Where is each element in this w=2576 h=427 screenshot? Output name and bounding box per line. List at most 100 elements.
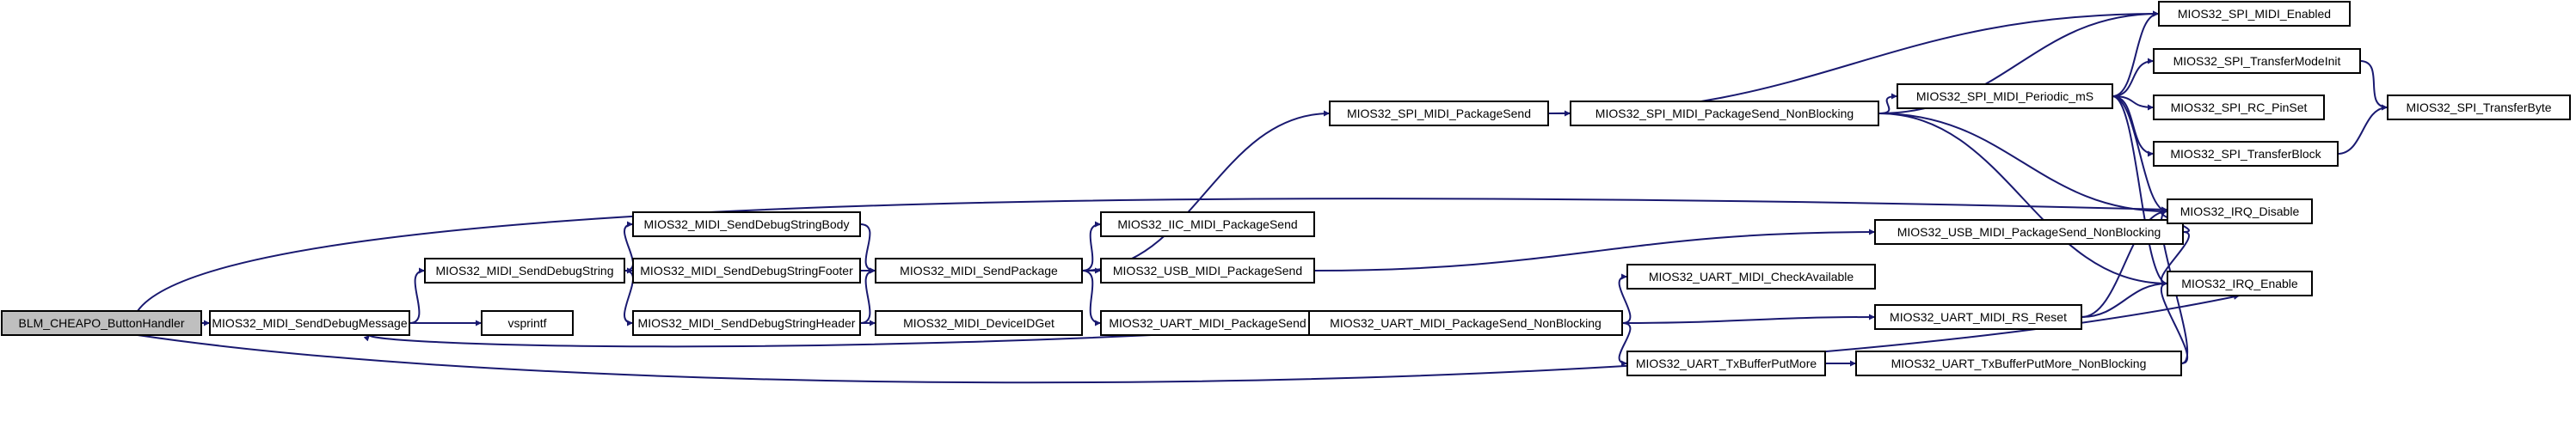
node-did[interactable]: MIOS32_MIDI_DeviceIDGet <box>875 310 1083 336</box>
node-sdsh[interactable]: MIOS32_MIDI_SendDebugStringHeader <box>632 310 861 336</box>
edge-spiper-to-tblk <box>2112 95 2155 157</box>
node-blm[interactable]: BLM_CHEAPO_ButtonHandler <box>1 310 202 336</box>
node-box <box>2158 1 2351 27</box>
node-box <box>1874 304 2082 330</box>
edge-uartnb-to-txbpm <box>1618 322 1632 367</box>
node-uartps[interactable]: MIOS32_UART_MIDI_PackageSend <box>1100 310 1315 336</box>
node-box <box>632 211 861 237</box>
node-label: MIOS32_USB_MIDI_PackageSend <box>1113 264 1302 278</box>
node-usbps[interactable]: MIOS32_USB_MIDI_PackageSend <box>1100 258 1315 284</box>
node-label: MIOS32_UART_MIDI_RS_Reset <box>1890 310 2067 324</box>
node-box <box>875 310 1083 336</box>
node-rcps[interactable]: MIOS32_SPI_RC_PinSet <box>2153 95 2325 120</box>
node-box <box>2153 48 2361 74</box>
node-sdm[interactable]: MIOS32_MIDI_SendDebugMessage <box>209 310 410 336</box>
edge-spiper-to-irqd <box>2112 95 2168 215</box>
node-box <box>1100 258 1315 284</box>
node-label: MIOS32_SPI_MIDI_Enabled <box>2178 7 2331 21</box>
node-irqe[interactable]: MIOS32_IRQ_Enable <box>2167 271 2313 296</box>
edge-tmi-to-tbyte <box>2359 60 2388 111</box>
node-spien[interactable]: MIOS32_SPI_MIDI_Enabled <box>2158 1 2351 27</box>
node-txbpm[interactable]: MIOS32_UART_TxBufferPutMore <box>1626 351 1826 376</box>
node-label: MIOS32_SPI_TransferByte <box>2406 101 2551 114</box>
node-box <box>209 310 410 336</box>
edge-tblk-to-tbyte <box>2337 104 2388 155</box>
edge-layer <box>137 10 2388 384</box>
edge-txbpmnb-to-irqe <box>2161 280 2188 364</box>
node-label: MIOS32_MIDI_SendDebugStringBody <box>644 217 850 231</box>
node-box <box>875 258 1083 284</box>
edge-spipnb-to-irqe <box>1878 113 2168 287</box>
edge-sp-to-iicps <box>1081 221 1102 271</box>
node-box <box>632 310 861 336</box>
node-iicps[interactable]: MIOS32_IIC_MIDI_PackageSend <box>1100 211 1315 237</box>
edge-sdsh-to-sp <box>859 267 876 324</box>
node-label: MIOS32_IRQ_Disable <box>2180 204 2300 218</box>
node-label: MIOS32_MIDI_SendDebugMessage <box>212 316 407 330</box>
node-label: MIOS32_MIDI_DeviceIDGet <box>903 316 1054 330</box>
edge-spiper-to-tmi <box>2112 58 2155 97</box>
node-label: vsprintf <box>507 316 546 330</box>
node-label: MIOS32_SPI_MIDI_Periodic_mS <box>1916 89 2093 103</box>
node-label: MIOS32_UART_MIDI_CheckAvailable <box>1649 270 1854 284</box>
node-box <box>632 258 861 284</box>
node-label: MIOS32_IIC_MIDI_PackageSend <box>1117 217 1297 231</box>
node-box <box>424 258 625 284</box>
node-label: MIOS32_SPI_TransferBlock <box>2170 147 2321 161</box>
node-label: MIOS32_SPI_MIDI_PackageSend <box>1347 107 1531 120</box>
edge-uartrs-to-irqe <box>2081 280 2168 318</box>
edge-usbps-to-usbnb <box>1313 229 1876 271</box>
node-sp[interactable]: MIOS32_MIDI_SendPackage <box>875 258 1083 284</box>
edge-uartnb-to-uartca <box>1618 273 1632 324</box>
node-uartnb[interactable]: MIOS32_UART_MIDI_PackageSend_NonBlocking <box>1308 310 1623 336</box>
node-box <box>1 310 202 336</box>
node-box <box>481 310 574 336</box>
node-box <box>1855 351 2182 376</box>
node-uartrs[interactable]: MIOS32_UART_MIDI_RS_Reset <box>1874 304 2082 330</box>
node-usbnb[interactable]: MIOS32_USB_MIDI_PackageSend_NonBlocking <box>1874 219 2184 245</box>
node-tblk[interactable]: MIOS32_SPI_TransferBlock <box>2153 141 2339 167</box>
edge-spiper-to-rcps <box>2112 95 2155 111</box>
edge-spiper-to-spien <box>2112 10 2160 97</box>
node-tbyte[interactable]: MIOS32_SPI_TransferByte <box>2387 95 2571 120</box>
node-irqd[interactable]: MIOS32_IRQ_Disable <box>2167 198 2313 224</box>
node-tmi[interactable]: MIOS32_SPI_TransferModeInit <box>2153 48 2361 74</box>
node-label: MIOS32_MIDI_SendDebugString <box>436 264 614 278</box>
node-label: MIOS32_MIDI_SendDebugStringHeader <box>638 316 856 330</box>
node-label: MIOS32_MIDI_SendDebugStringFooter <box>640 264 853 278</box>
edge-uartrs-to-irqd <box>2081 208 2168 318</box>
node-sds[interactable]: MIOS32_MIDI_SendDebugString <box>424 258 625 284</box>
node-label: MIOS32_SPI_MIDI_PackageSend_NonBlocking <box>1595 107 1854 120</box>
node-spips[interactable]: MIOS32_SPI_MIDI_PackageSend <box>1329 101 1549 126</box>
node-box <box>2153 141 2339 167</box>
node-sdsb[interactable]: MIOS32_MIDI_SendDebugStringBody <box>632 211 861 237</box>
node-txbpmnb[interactable]: MIOS32_UART_TxBufferPutMore_NonBlocking <box>1855 351 2182 376</box>
edge-uartnb-to-uartrs <box>1621 314 1876 324</box>
edge-sdsb-to-sp <box>859 223 876 274</box>
node-box <box>1100 211 1315 237</box>
node-uartca[interactable]: MIOS32_UART_MIDI_CheckAvailable <box>1626 264 1876 290</box>
node-sdsf[interactable]: MIOS32_MIDI_SendDebugStringFooter <box>632 258 861 284</box>
edge-blm-to-irqe <box>137 293 2241 384</box>
node-box <box>2167 198 2313 224</box>
node-label: MIOS32_IRQ_Enable <box>2181 277 2298 290</box>
node-spiper[interactable]: MIOS32_SPI_MIDI_Periodic_mS <box>1897 83 2113 109</box>
node-box <box>2167 271 2313 296</box>
node-label: MIOS32_UART_TxBufferPutMore <box>1636 357 1817 370</box>
edge-sds-to-sdsb <box>624 221 634 271</box>
node-layer: BLM_CHEAPO_ButtonHandler MIOS32_MIDI_Send… <box>1 1 2571 376</box>
edge-spiper-to-irqe <box>2112 95 2168 287</box>
node-label: MIOS32_SPI_RC_PinSet <box>2171 101 2308 114</box>
node-box <box>1874 219 2184 245</box>
edge-uartnb-to-sdm <box>363 322 1377 348</box>
node-vsp[interactable]: vsprintf <box>481 310 574 336</box>
node-label: MIOS32_MIDI_SendPackage <box>900 264 1058 278</box>
edge-sds-to-sdsh <box>624 270 634 326</box>
node-label: MIOS32_SPI_TransferModeInit <box>2173 54 2341 68</box>
edge-sp-to-spips <box>1081 110 1331 271</box>
node-spipnb[interactable]: MIOS32_SPI_MIDI_PackageSend_NonBlocking <box>1570 101 1879 126</box>
edge-spipnb-to-irqd <box>1878 113 2168 215</box>
node-label: MIOS32_UART_MIDI_PackageSend_NonBlocking <box>1330 316 1602 330</box>
node-box <box>2387 95 2571 120</box>
